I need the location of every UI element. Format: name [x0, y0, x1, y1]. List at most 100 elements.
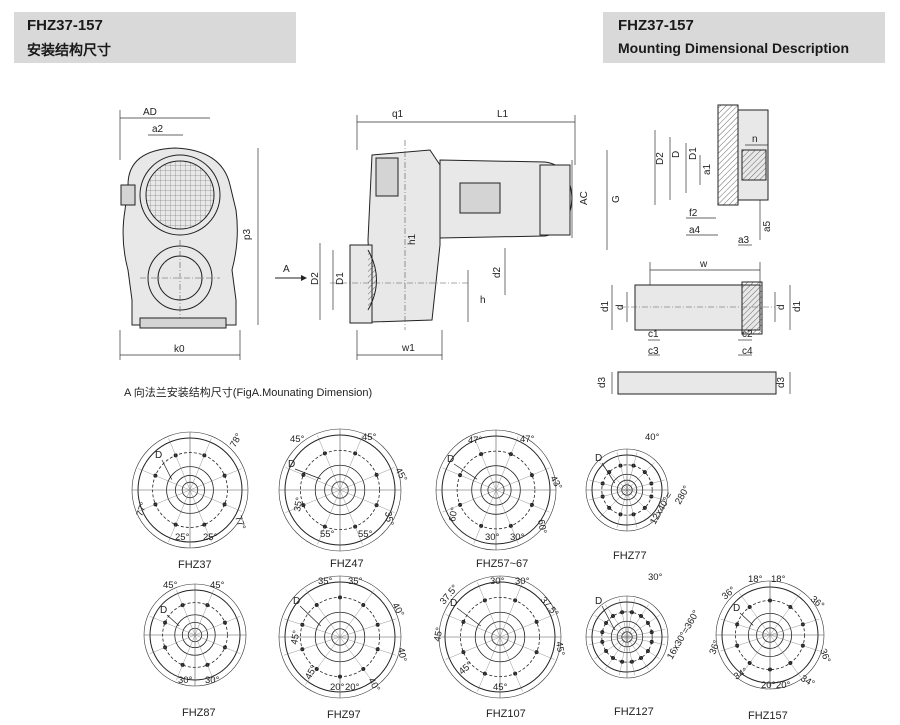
hole-radial-line — [339, 636, 397, 656]
model-code-left: FHZ37-157 — [27, 17, 103, 34]
angle-label: 25° — [203, 532, 218, 543]
angle-label: 20° — [776, 680, 791, 691]
d-leader-line — [601, 605, 616, 631]
flange-model-caption: FHZ97 — [327, 709, 361, 721]
hole-radial-line — [339, 489, 395, 513]
angle-label: 16x30°=360° — [665, 608, 702, 661]
angle-dimension-arc — [585, 595, 669, 679]
flange-model-caption: FHZ37 — [178, 559, 212, 571]
hole-radial-line — [626, 604, 649, 638]
hole-radial-line — [305, 636, 341, 685]
flange-model-caption: FHZ107 — [486, 708, 526, 720]
label-c3: c3 — [648, 346, 659, 357]
flange-fhz127: D30°16x30°=360°FHZ127 — [585, 572, 702, 718]
hole-radial-line — [176, 634, 196, 681]
angle-label: 280° — [673, 484, 692, 507]
hole-radial-line — [619, 636, 628, 676]
label-d2-shaft: d2 — [492, 266, 503, 278]
hole-radial-line — [168, 438, 191, 491]
d-leader-line — [166, 614, 180, 627]
hole-radial-line — [619, 598, 628, 638]
hole-radial-line — [189, 468, 242, 491]
hole-radial-line — [283, 636, 341, 656]
hole-radial-line — [189, 489, 242, 512]
label-ad: AD — [143, 107, 157, 118]
hole-radial-line — [445, 614, 501, 638]
angle-label: 18° — [748, 574, 763, 585]
flange-fhz107: D30°30°37.5°37.5°45°45°45°45°FHZ107 — [432, 575, 566, 720]
angle-dimension-arc — [715, 580, 825, 690]
hole-radial-line — [626, 598, 635, 638]
hole-radial-line — [176, 589, 196, 636]
flange-d-label: D — [293, 596, 300, 607]
hole-radial-line — [339, 589, 375, 638]
flange-d-label: D — [288, 459, 295, 470]
hole-radial-line — [339, 618, 397, 638]
hole-radial-line — [473, 489, 497, 544]
flange-fhz57-67: D47°47°43°60°60°30°30°FHZ57~67 — [435, 429, 564, 570]
angle-label: 20° — [330, 682, 345, 693]
hole-radial-line — [305, 589, 341, 638]
label-d-shaft-left: d — [615, 304, 626, 310]
label-d-shaft-right: d — [776, 304, 787, 310]
angle-label: 30° — [515, 576, 530, 587]
angle-label: 35° — [348, 576, 363, 587]
angle-label: 78° — [228, 431, 245, 449]
angle-label: 45° — [289, 629, 302, 645]
label-w: w — [699, 259, 708, 270]
flange-fhz87: D45°45°30°30°FHZ87 — [143, 580, 247, 719]
hole-radial-line — [599, 462, 628, 491]
hole-radial-line — [495, 489, 550, 513]
hole-radial-line — [605, 636, 628, 670]
hole-radial-line — [477, 636, 501, 692]
angle-label: 35° — [292, 496, 305, 512]
angle-label: 35° — [382, 511, 395, 527]
angle-label: 30° — [510, 532, 525, 543]
hole-radial-line — [769, 592, 801, 636]
hole-radial-line — [473, 436, 497, 491]
flange-detail: D2 D D1 n a1 f2 a4 a3 a5 — [654, 104, 773, 246]
flange-model-caption: FHZ127 — [614, 706, 654, 718]
hole-radial-line — [720, 618, 771, 636]
header-right: FHZ37-157 Mounting Dimensional Descripti… — [603, 12, 885, 63]
label-d3-right: d3 — [776, 376, 787, 388]
angle-label: 40° — [395, 647, 408, 663]
label-l1: L1 — [497, 109, 509, 120]
angle-label: 55° — [358, 529, 373, 540]
hole-radial-line — [588, 629, 628, 638]
hole-radial-line — [769, 634, 801, 678]
label-g: G — [611, 195, 622, 203]
label-c4: c4 — [742, 346, 753, 357]
hole-radial-line — [339, 489, 363, 545]
flange-d-label: D — [450, 598, 457, 609]
hole-radial-line — [442, 489, 497, 513]
label-c1: c1 — [648, 329, 659, 340]
angle-label: 77° — [134, 501, 149, 518]
label-d3-left: d3 — [597, 376, 608, 388]
label-h1: h1 — [407, 233, 418, 245]
label-q1: q1 — [392, 109, 404, 120]
angle-label: 60° — [447, 506, 460, 522]
flange-fhz77: D40°280°12x40°=FHZ77 — [585, 432, 693, 562]
angle-label: 45° — [210, 580, 225, 591]
hole-radial-line — [285, 489, 341, 513]
hole-radial-line — [616, 489, 628, 528]
hole-radial-line — [339, 467, 395, 491]
label-a-arrow: A — [283, 264, 290, 275]
angle-dimension-arc — [143, 583, 247, 687]
hole-radial-line — [317, 435, 341, 491]
label-ac: AC — [579, 191, 590, 205]
hole-radial-line — [626, 489, 665, 501]
hole-radial-line — [626, 452, 638, 491]
hole-radial-line — [495, 467, 550, 491]
hole-radial-line — [626, 636, 649, 670]
view-arrow-a: A — [275, 264, 307, 281]
angle-label: 20° — [761, 680, 776, 691]
hole-radial-line — [626, 479, 665, 491]
angle-label: 36° — [720, 585, 738, 603]
angle-dimension-arc — [585, 448, 669, 532]
hole-radial-line — [138, 489, 191, 512]
angle-label: 45° — [553, 641, 566, 657]
d-leader-line — [739, 612, 754, 626]
